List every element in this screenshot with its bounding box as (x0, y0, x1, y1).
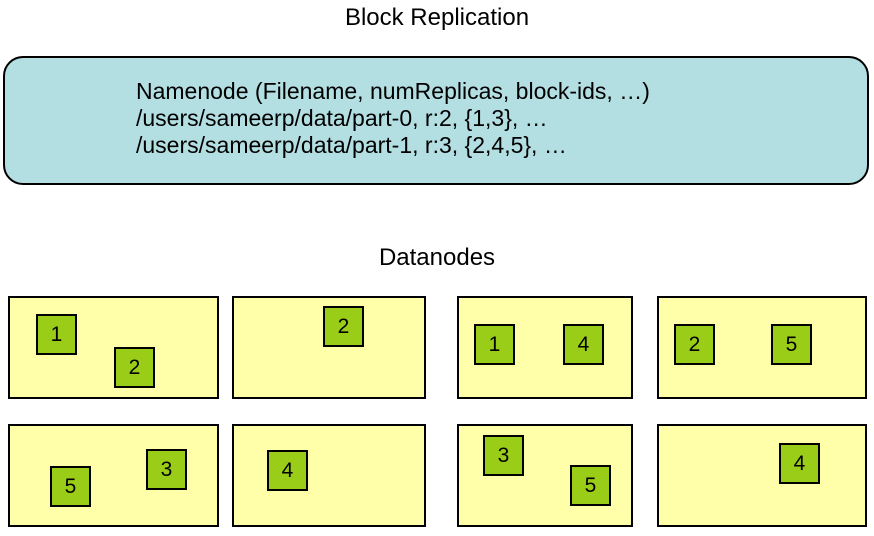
block-replica[interactable]: 3 (483, 435, 524, 476)
namenode-line-1: Namenode (Filename, numReplicas, block-i… (136, 78, 650, 104)
block-replica[interactable]: 5 (771, 324, 812, 365)
datanode-6[interactable]: 4 (232, 424, 426, 527)
block-replica[interactable]: 4 (563, 324, 604, 365)
datanode-2[interactable]: 2 (232, 296, 426, 399)
block-replica[interactable]: 1 (36, 314, 77, 355)
block-replica[interactable]: 2 (323, 306, 364, 347)
datanode-8[interactable]: 4 (657, 424, 867, 527)
block-replica[interactable]: 5 (570, 465, 611, 506)
block-replica[interactable]: 2 (114, 347, 155, 388)
block-replica[interactable]: 4 (267, 450, 308, 491)
namenode-text: Namenode (Filename, numReplicas, block-i… (136, 78, 650, 159)
block-replica[interactable]: 2 (674, 324, 715, 365)
datanodes-label: Datanodes (378, 244, 496, 271)
namenode-line-3: /users/sameerp/data/part-1, r:3, {2,4,5}… (136, 132, 567, 158)
page-title: Block Replication (344, 4, 530, 31)
namenode-box (3, 56, 869, 185)
block-replica[interactable]: 1 (474, 324, 515, 365)
block-replica[interactable]: 3 (146, 449, 187, 490)
namenode-line-2: /users/sameerp/data/part-0, r:2, {1,3}, … (136, 105, 548, 131)
block-replica[interactable]: 4 (779, 443, 820, 484)
block-replica[interactable]: 5 (50, 466, 91, 507)
